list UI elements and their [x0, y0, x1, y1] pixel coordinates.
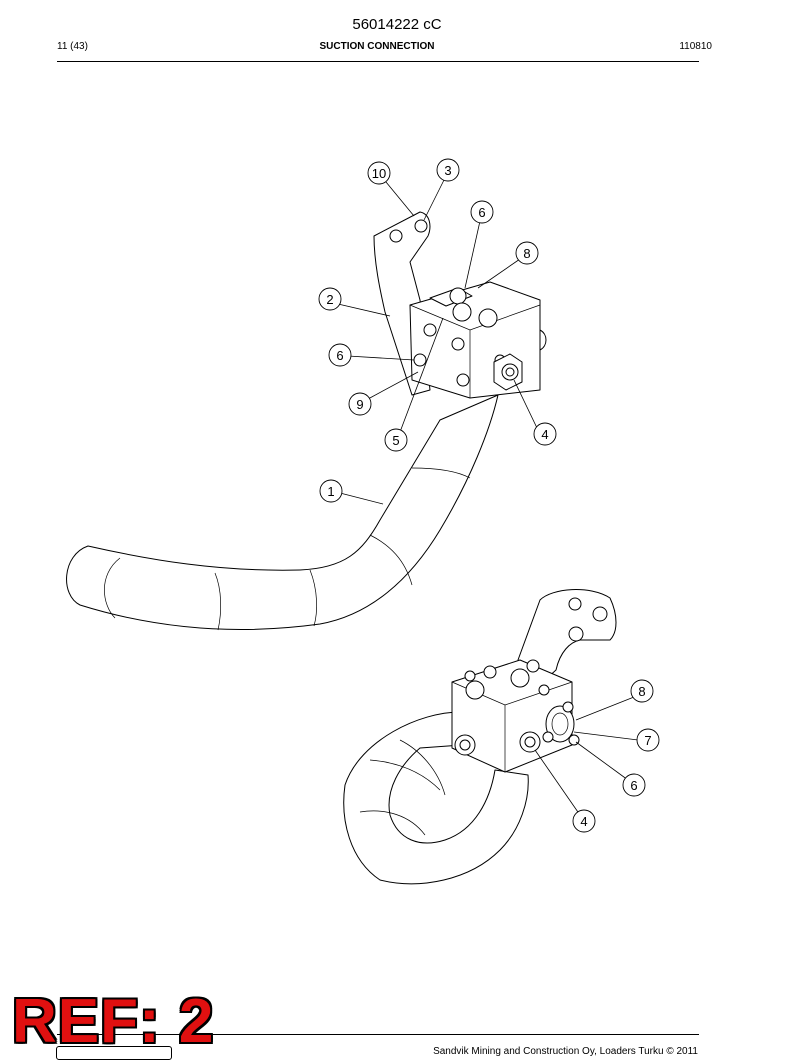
callout-4: 4 [533, 422, 557, 446]
callout-label: 6 [630, 778, 637, 793]
ref-stamp: REF: 2 [12, 987, 215, 1056]
callout-label: 6 [478, 205, 485, 220]
callout-2: 2 [318, 287, 342, 311]
callout-8: 8 [515, 241, 539, 265]
section-title: SUCTION CONNECTION [319, 41, 435, 52]
callout-label: 4 [580, 814, 587, 829]
callout-label: 7 [644, 733, 651, 748]
callout-5: 5 [384, 428, 408, 452]
callout-label: 8 [638, 684, 645, 699]
callout-6: 6 [622, 773, 646, 797]
callout-label: 3 [444, 163, 451, 178]
callout-3: 3 [436, 158, 460, 182]
footer-copyright: Sandvik Mining and Construction Oy, Load… [433, 1046, 698, 1057]
callout-label: 1 [327, 484, 334, 499]
callout-8: 8 [630, 679, 654, 703]
callout-1: 1 [319, 479, 343, 503]
callout-label: 8 [523, 246, 530, 261]
footer-rule [57, 1034, 699, 1035]
bracket-bottom [517, 589, 617, 681]
document-number: 56014222 cC [352, 16, 442, 33]
callout-label: 4 [541, 427, 548, 442]
callout-6: 6 [328, 343, 352, 367]
callout-10: 10 [367, 161, 391, 185]
callout-6: 6 [470, 200, 494, 224]
callout-7: 7 [636, 728, 660, 752]
hose-bottom [343, 711, 529, 885]
callout-label: 9 [356, 397, 363, 412]
callout-9: 9 [348, 392, 372, 416]
valve-block-bottom [451, 659, 580, 773]
document-date: 110810 [679, 41, 712, 52]
valve-block-top [409, 281, 547, 399]
callout-label: 6 [336, 348, 343, 363]
callout-label: 2 [326, 292, 333, 307]
callout-4: 4 [572, 809, 596, 833]
callout-label: 10 [372, 166, 386, 181]
callout-label: 5 [392, 433, 399, 448]
hose-top [66, 394, 499, 631]
technical-drawing: 10 3 6 8 2 6 9 5 4 1 8 7 6 4 [66, 158, 660, 885]
leader-lines [337, 179, 639, 816]
header-rule [57, 61, 699, 62]
page-count: 11 (43) [57, 41, 88, 52]
